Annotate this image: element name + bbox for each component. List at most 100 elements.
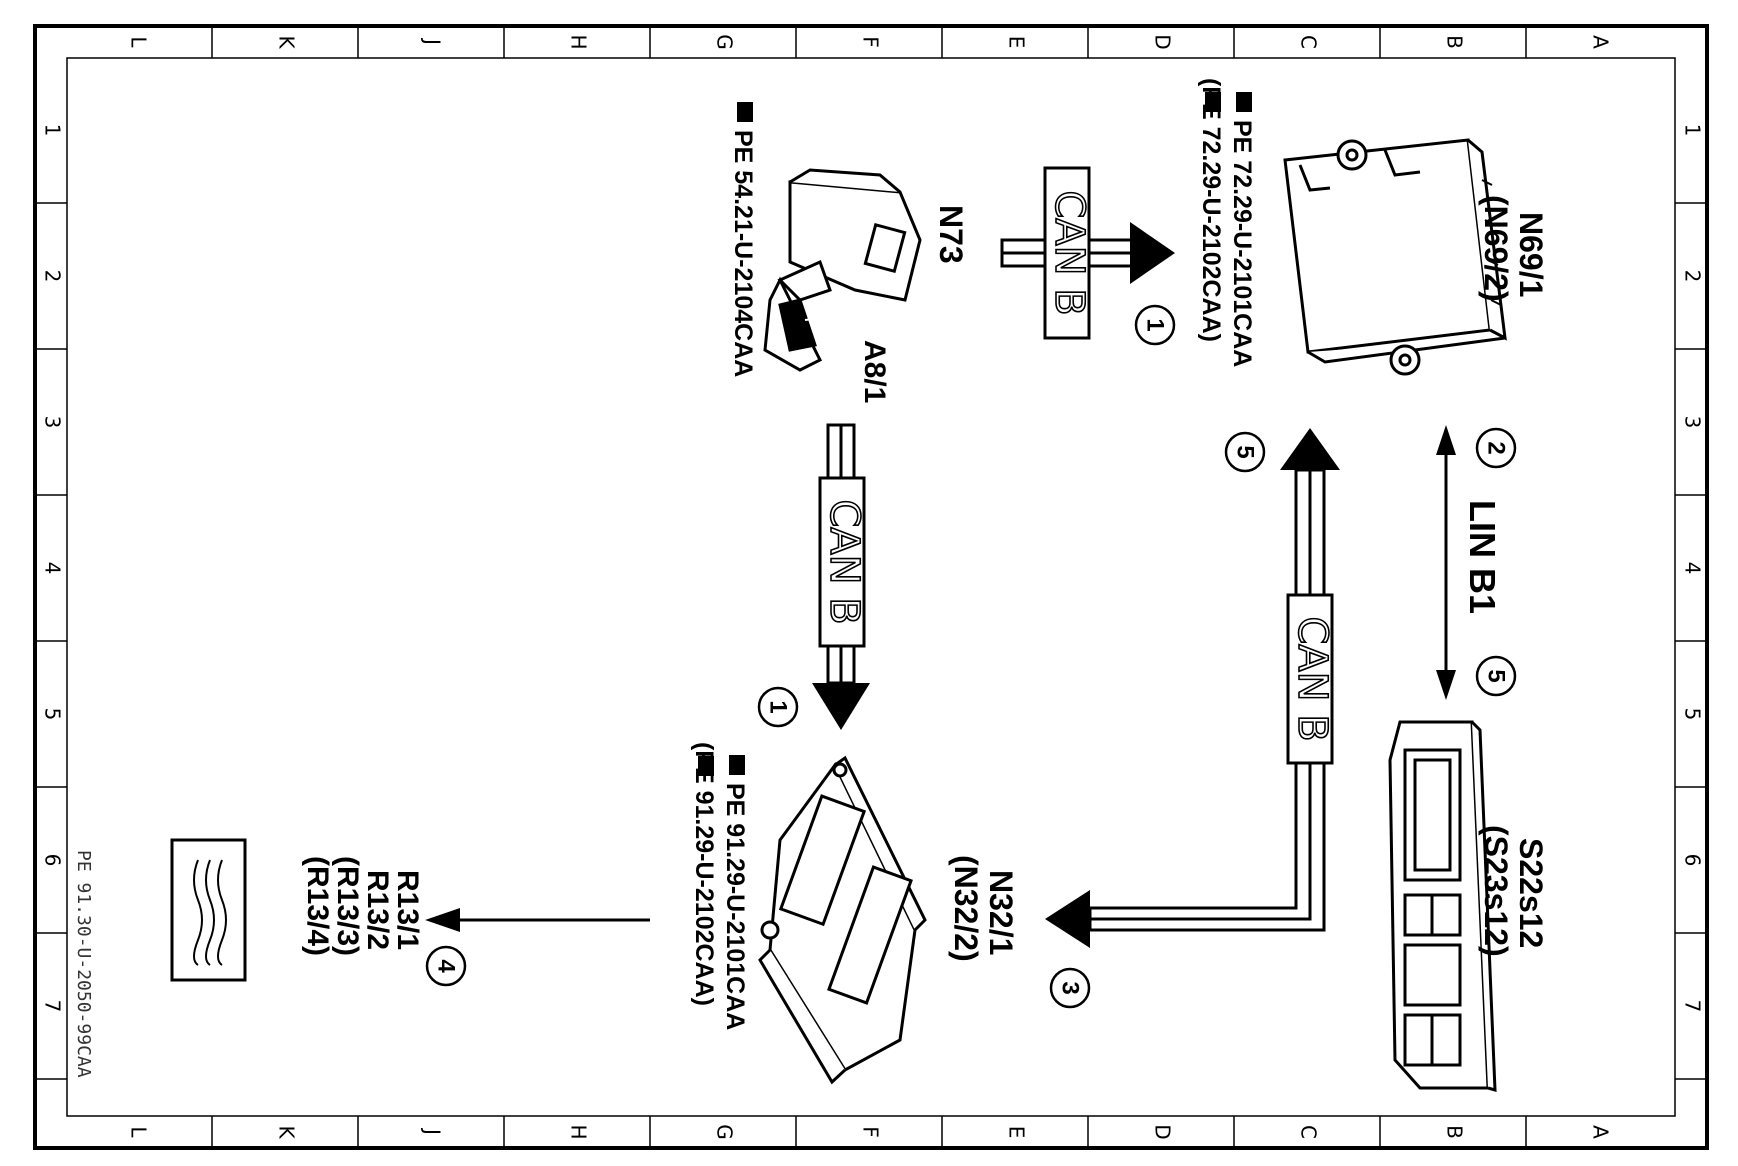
n69-alt-id: (N69/2) (1478, 195, 1514, 302)
grid-number-3-right: 3 (1681, 416, 1705, 429)
n32-ref-primary: PE 91.29-U-2101CAA (721, 783, 749, 1030)
inner-frame (66, 57, 1676, 1117)
s23-id: (S23s12) (1478, 825, 1514, 957)
step-5-top: 5 (1224, 431, 1266, 473)
pointing-hand-icon (729, 755, 745, 775)
grid-letters-bottom: L K J H G F E D C B A (127, 1124, 1613, 1140)
grid-number-1-right: 1 (1681, 124, 1705, 137)
can-b-label-left: CAN B (821, 499, 867, 624)
grid-letter-d-bottom: D (1151, 1124, 1175, 1139)
control-unit-n69-icon (1283, 138, 1507, 376)
svg-text:5: 5 (1232, 445, 1259, 458)
switch-panel-s22-icon (1388, 720, 1497, 1093)
n32-label: N32/1 (N32/2) (948, 855, 1019, 962)
lin-b1-label: LIN B1 (1462, 500, 1503, 614)
pointing-hand-icon (1205, 92, 1221, 112)
grid-number-7-left: 7 (41, 1000, 65, 1013)
heater-arrow (425, 908, 650, 932)
pointing-hand-icon (1236, 92, 1252, 112)
n69-label: N69/1 (N69/2) (1478, 195, 1549, 302)
grid-number-3-left: 3 (41, 416, 65, 429)
can-b-bus-right: CAN B (1045, 428, 1340, 948)
s22-id: S22s12 (1513, 838, 1549, 948)
step-1-top: 1 (1134, 304, 1176, 346)
r13-4-id: (R13/4) (301, 856, 334, 956)
grid-letter-k-bottom: K (275, 1125, 299, 1139)
grid-letter-j-bottom: J (421, 1127, 445, 1135)
step-1-left: 1 (757, 686, 799, 728)
can-b-bus-left: CAN B (812, 423, 870, 730)
grid-number-7-right: 7 (1681, 1000, 1705, 1013)
n32-references: PE 91.29-U-2101CAA (PE 91.29-U-2102CAA) (690, 742, 749, 1030)
sheet-id: PE 91.30-U-2050-99CAA (73, 850, 94, 1078)
grid-letter-g-top: G (713, 34, 737, 50)
grid-letter-e-bottom: E (1005, 1126, 1029, 1139)
arrow-head-left (1045, 890, 1090, 948)
lin-b1-bus: LIN B1 (1436, 425, 1503, 700)
step-4: 4 (425, 945, 467, 987)
grid-number-6-left: 6 (41, 854, 65, 867)
step-5-lin: 5 (1475, 655, 1517, 697)
r13-3-id: (R13/3) (331, 856, 364, 956)
arrow-head-up (1280, 428, 1340, 470)
svg-text:5: 5 (1483, 669, 1510, 682)
n69-ref-secondary: (PE 72.29-U-2102CAA) (1197, 78, 1225, 342)
grid-numbers-right: 1 2 3 4 5 6 7 (1681, 124, 1705, 1013)
can-b-bus-top: CAN B (1000, 166, 1175, 340)
grid-letter-c-bottom: C (1297, 1125, 1321, 1139)
heater-element-r13-icon (170, 838, 247, 982)
outer-frame (33, 24, 1709, 1150)
grid-columns-bottom (211, 1116, 1527, 1148)
grid-number-4-left: 4 (41, 562, 65, 575)
grid-letter-f-top: F (859, 36, 883, 48)
grid-number-2-right: 2 (1681, 270, 1705, 283)
pointing-hand-icon (698, 756, 714, 776)
svg-text:1: 1 (765, 700, 792, 713)
n73-reference: PE 54.21-U-2104CAA (729, 102, 757, 377)
step-3: 3 (1049, 967, 1091, 1009)
svg-text:4: 4 (433, 959, 460, 973)
r13-2-id: R13/2 (361, 870, 394, 950)
step-2: 2 (1475, 427, 1517, 469)
r13-1-id: R13/1 (391, 870, 424, 950)
grid-letter-d-top: D (1151, 34, 1175, 49)
svg-text:3: 3 (1057, 981, 1084, 994)
grid-number-5-left: 5 (41, 708, 65, 721)
n69-references: PE 72.29-U-2101CAA (PE 72.29-U-2102CAA) (1197, 78, 1256, 367)
n32-ref-secondary: (PE 91.29-U-2102CAA) (690, 742, 718, 1006)
can-b-label-right: CAN B (1289, 616, 1335, 741)
arrow-head (1130, 222, 1175, 284)
grid-letter-h-top: H (567, 34, 591, 49)
grid-letter-a-top: A (1589, 35, 1613, 49)
grid-letter-e-top: E (1005, 36, 1029, 49)
arrow-head (812, 683, 870, 730)
r13-label: R13/1 R13/2 (R13/3) (R13/4) (301, 856, 424, 956)
n69-ref-primary: PE 72.29-U-2101CAA (1228, 120, 1256, 367)
n73-label: N73 A8/1 (858, 205, 969, 403)
grid-letters-top: L K J H G F E D C B A (127, 34, 1613, 50)
svg-text:2: 2 (1483, 441, 1510, 454)
grid-letter-l-top: L (127, 36, 151, 48)
grid-letter-j-top: J (421, 37, 445, 45)
grid-letter-a-bottom: A (1589, 1125, 1613, 1139)
a8-id: A8/1 (858, 340, 891, 403)
can-b-label-top: CAN B (1046, 190, 1092, 315)
grid-letter-g-bottom: G (713, 1124, 737, 1140)
grid-number-4-right: 4 (1681, 562, 1705, 575)
grid-numbers-left: 1 2 3 4 5 6 7 (41, 124, 65, 1013)
grid-number-5-right: 5 (1681, 708, 1705, 721)
n32-alt-id: (N32/2) (948, 855, 984, 962)
grid-letter-k-top: K (275, 35, 299, 49)
svg-text:1: 1 (1142, 318, 1169, 331)
grid-letter-f-bottom: F (859, 1126, 883, 1138)
ignition-switch-n73-icon (763, 168, 922, 372)
grid-columns-top (211, 26, 1527, 58)
grid-rows (35, 202, 1707, 1080)
grid-letter-l-bottom: L (127, 1126, 151, 1138)
n69-id: N69/1 (1513, 212, 1549, 297)
grid-letter-b-top: B (1443, 35, 1467, 49)
grid-number-2-left: 2 (41, 270, 65, 283)
n32-id: N32/1 (983, 870, 1019, 955)
grid-letter-c-top: C (1297, 35, 1321, 49)
grid-letter-h-bottom: H (567, 1124, 591, 1139)
